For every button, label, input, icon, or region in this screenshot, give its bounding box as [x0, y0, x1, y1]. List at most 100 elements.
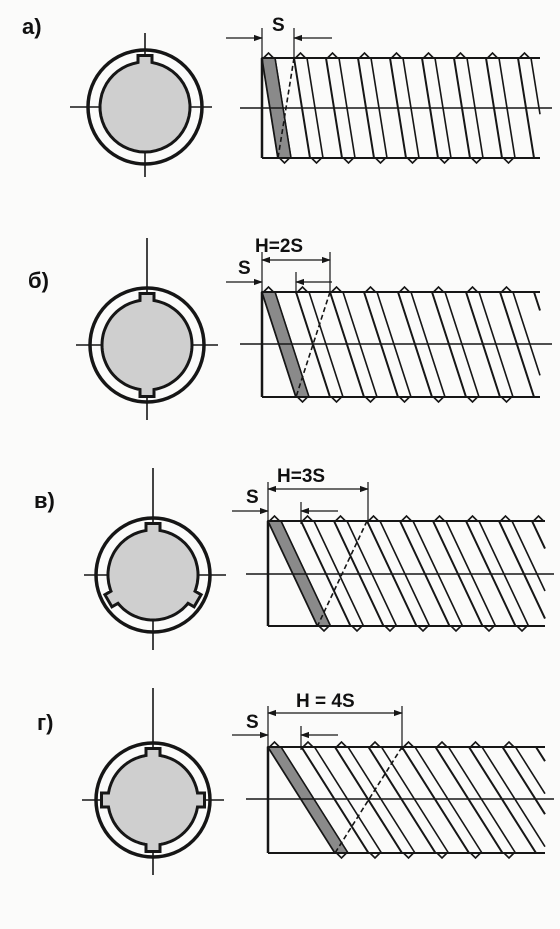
- outer-diameter-circle: [94, 741, 212, 859]
- thread-tooth-top: [330, 285, 343, 293]
- thread-tooth-top: [466, 514, 479, 522]
- thread-tooth-bottom: [335, 852, 348, 860]
- thread-tooth-bottom: [432, 396, 445, 404]
- thread-tooth-top: [402, 740, 415, 748]
- thread-tooth-top: [294, 51, 307, 59]
- thread-tooth-top: [369, 740, 381, 748]
- thread-tooth-bottom: [384, 625, 396, 633]
- thread-tooth-top: [518, 51, 531, 59]
- thread-tooth-top: [301, 514, 314, 522]
- thread-tooth-top: [296, 285, 309, 293]
- thread-tooth-top: [390, 51, 403, 59]
- dimensions: H=2S S: [226, 236, 332, 294]
- dimensions: H = 4S S: [232, 691, 403, 750]
- panel-label: б): [28, 268, 49, 293]
- thread-tooth-bottom: [502, 157, 515, 165]
- panel-four-start: г) H = 4S S: [37, 688, 554, 875]
- thread-tooth-top: [454, 51, 467, 59]
- thread-tooth-top: [268, 514, 281, 522]
- cross-section: [76, 238, 218, 420]
- thread-tooth-top: [262, 285, 275, 293]
- thread-tooth-bottom: [466, 396, 479, 404]
- panel-label: а): [22, 14, 42, 39]
- thread-tooth-top: [400, 514, 413, 522]
- panel-label: г): [37, 710, 54, 735]
- thread-tooth-top: [500, 285, 513, 293]
- thread-tooth-top: [469, 740, 482, 748]
- thread-crest-line: [300, 746, 370, 854]
- thread-tooth-top: [358, 51, 371, 59]
- thread-flank-line: [514, 746, 546, 795]
- thread-tooth-top: [436, 740, 448, 748]
- outer-diameter-circle: [86, 48, 204, 166]
- core-profile: [100, 292, 194, 398]
- thread-flank-line: [414, 746, 483, 854]
- thread-tooth-top: [268, 740, 281, 748]
- panel-three-start: в) H=3S S: [34, 466, 554, 650]
- thread-tooth-bottom: [342, 157, 355, 165]
- thread-tooth-bottom: [516, 625, 528, 633]
- thread-tooth-bottom: [402, 852, 415, 860]
- thread-tooth-bottom: [500, 396, 513, 404]
- cross-section: [84, 468, 226, 650]
- thread-tooth-bottom: [296, 396, 309, 404]
- cross-section: [82, 688, 224, 875]
- thread-tooth-top: [262, 51, 275, 59]
- outer-diameter-circle: [88, 286, 206, 404]
- thread-flank-line: [511, 520, 546, 592]
- thread-tooth-top: [326, 51, 339, 59]
- thread-tooth-top: [503, 740, 515, 748]
- thread-flank-line: [347, 746, 416, 854]
- thread-tooth-bottom: [406, 157, 419, 165]
- thread-tooth-top: [335, 740, 348, 748]
- thread-tooth-bottom: [364, 396, 377, 404]
- thread-crest-line: [501, 746, 546, 815]
- lead-label: H=2S: [255, 236, 303, 257]
- lead-line: [334, 746, 403, 854]
- lead-label: H=3S: [277, 466, 325, 487]
- thread-tooth-bottom: [278, 157, 291, 165]
- thread-tooth-top: [499, 514, 512, 522]
- core-profile: [102, 522, 204, 622]
- thread-crest-line: [401, 746, 470, 854]
- thread-crest-line: [334, 746, 403, 854]
- thread-tooth-top: [432, 285, 445, 293]
- thread-crest-line: [367, 746, 437, 854]
- panel-two-start: б) H=2S S: [28, 236, 552, 420]
- thread-tooth-top: [364, 285, 377, 293]
- cross-section: [70, 33, 212, 177]
- thread-tooth-top: [422, 51, 435, 59]
- thread-tooth-bottom: [318, 625, 330, 633]
- thread-tooth-bottom: [438, 157, 451, 165]
- thread-tooth-top: [334, 514, 347, 522]
- thread-tooth-top: [466, 285, 479, 293]
- threaded-rod: [246, 514, 554, 633]
- dimensions: H=3S S: [232, 466, 369, 524]
- dimensions: S: [226, 15, 332, 62]
- pitch-label: S: [246, 712, 259, 733]
- panel-label: в): [34, 488, 55, 513]
- thread-crest-line: [533, 291, 541, 311]
- thread-flank-line: [313, 746, 383, 854]
- thread-tooth-bottom: [503, 852, 515, 860]
- thread-tooth-top: [302, 740, 314, 748]
- thread-flank-line: [380, 746, 450, 854]
- thread-tooth-bottom: [469, 852, 482, 860]
- threaded-rod: [240, 51, 552, 165]
- pitch-label: S: [272, 15, 285, 36]
- thread-tooth-bottom: [369, 852, 381, 860]
- thread-tooth-top: [367, 514, 380, 522]
- thread-crest-line: [498, 520, 546, 620]
- outer-diameter-circle: [94, 516, 212, 634]
- core-profile: [100, 747, 206, 853]
- thread-tooth-bottom: [450, 625, 462, 633]
- thread-tooth-top: [486, 51, 499, 59]
- core-profile: [98, 54, 192, 154]
- thread-tooth-top: [532, 514, 545, 522]
- pitch-label: S: [246, 487, 259, 508]
- lead-label: H = 4S: [296, 691, 355, 712]
- thread-tooth-top: [433, 514, 446, 522]
- thread-tooth-bottom: [398, 396, 411, 404]
- thread-tooth-bottom: [436, 852, 448, 860]
- thread-crest-line: [531, 520, 546, 550]
